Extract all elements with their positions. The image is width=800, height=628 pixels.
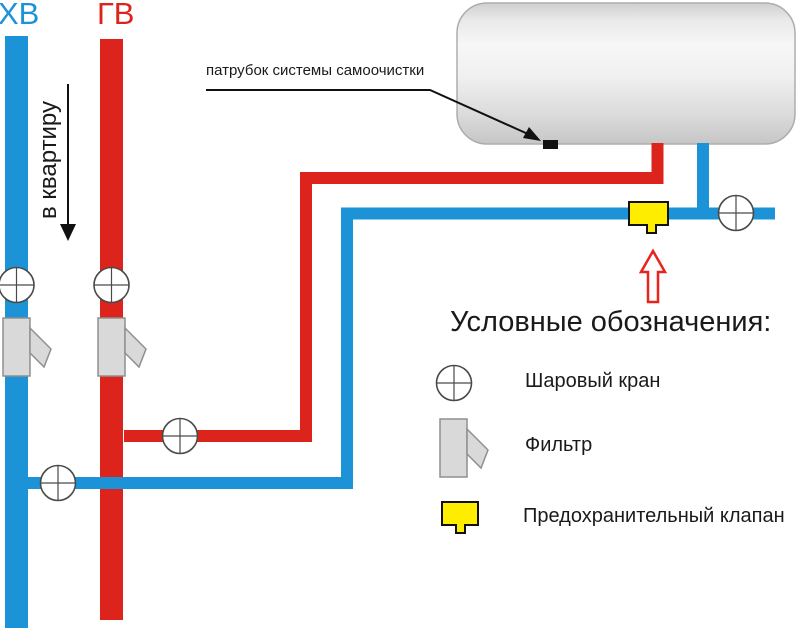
- self-cleaning-nozzle: [543, 140, 558, 149]
- safety-valve-icon-legend: [441, 501, 479, 534]
- to-apartment-label: в квартиру: [35, 100, 62, 220]
- legend-item-safety-valve-label: Предохранительный клапан: [523, 505, 785, 527]
- ball-valve-icon-legend: [435, 364, 473, 402]
- legend-title: Условные обозначения:: [450, 306, 772, 338]
- hot-supply-label: ГВ: [97, 0, 135, 31]
- ball-valve-icon-boiler-inlet: [717, 194, 755, 232]
- filter-icon-cold-riser: [2, 317, 52, 377]
- cold-supply-label: ХВ: [0, 0, 40, 31]
- ball-valve-icon-hot-branch: [161, 417, 199, 455]
- ball-valve-icon-cold-branch: [39, 464, 77, 502]
- legend-pointer-arrow-icon: [638, 248, 668, 304]
- safety-valve-icon-pipe: [628, 201, 669, 234]
- nozzle-callout-label: патрубок системы самоочистки: [206, 62, 425, 79]
- ball-valve-icon-hot-riser: [93, 266, 130, 304]
- legend-item-filter-label: Фильтр: [525, 434, 593, 456]
- ball-valve-icon-cold-riser: [0, 266, 35, 304]
- legend-item-ball-valve-label: Шаровый кран: [525, 370, 661, 392]
- flow-down-arrow-icon: [60, 84, 76, 241]
- hot-water-pipe-run: [124, 143, 664, 442]
- boiler-tank: [456, 2, 796, 145]
- filter-icon-legend: [439, 418, 489, 478]
- callout-leader-arrow-icon: [206, 89, 541, 141]
- filter-icon-hot-riser: [97, 317, 147, 377]
- cold-water-pipe-run: [7, 207, 775, 489]
